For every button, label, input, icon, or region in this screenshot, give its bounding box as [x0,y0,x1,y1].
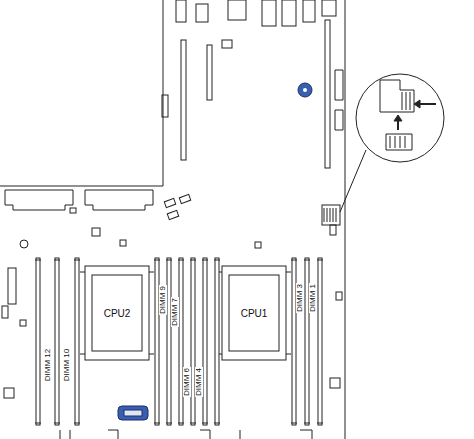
cpu-socket: CPU1 [229,275,279,351]
dimm-label: DIMM 4 [195,367,203,397]
dimm-slot [155,258,159,425]
dimm-slot [191,258,195,425]
dimm-slot [215,258,219,425]
dimm-label: DIMM 10 [63,348,71,382]
slot-latch [35,260,41,423]
dimm-slot [167,258,171,425]
cpu-label: CPU2 [104,308,131,319]
dimm-slot [36,258,40,425]
slot-latch [317,260,323,423]
dimm-slot [55,258,59,425]
dimm-label: DIMM 1 [309,283,317,313]
dimm-label: DIMM 9 [159,285,167,315]
dimm-label: DIMM 6 [183,367,191,397]
dimm-slot [179,258,183,425]
slot-latch [202,260,208,423]
cpu-label: CPU1 [241,308,268,319]
slot-latch [74,260,80,423]
slot-latch [178,260,184,423]
dimm-label: DIMM 12 [44,348,52,382]
cpu-socket: CPU2 [92,275,142,351]
dimm-label: DIMM 7 [171,297,179,327]
dimm-slot [75,258,79,425]
slot-latch [214,260,220,423]
slot-latch [54,260,60,423]
dimm-slot [203,258,207,425]
dimm-label: DIMM 3 [296,283,304,313]
dimm-slot [318,258,322,425]
slot-latch [190,260,196,423]
